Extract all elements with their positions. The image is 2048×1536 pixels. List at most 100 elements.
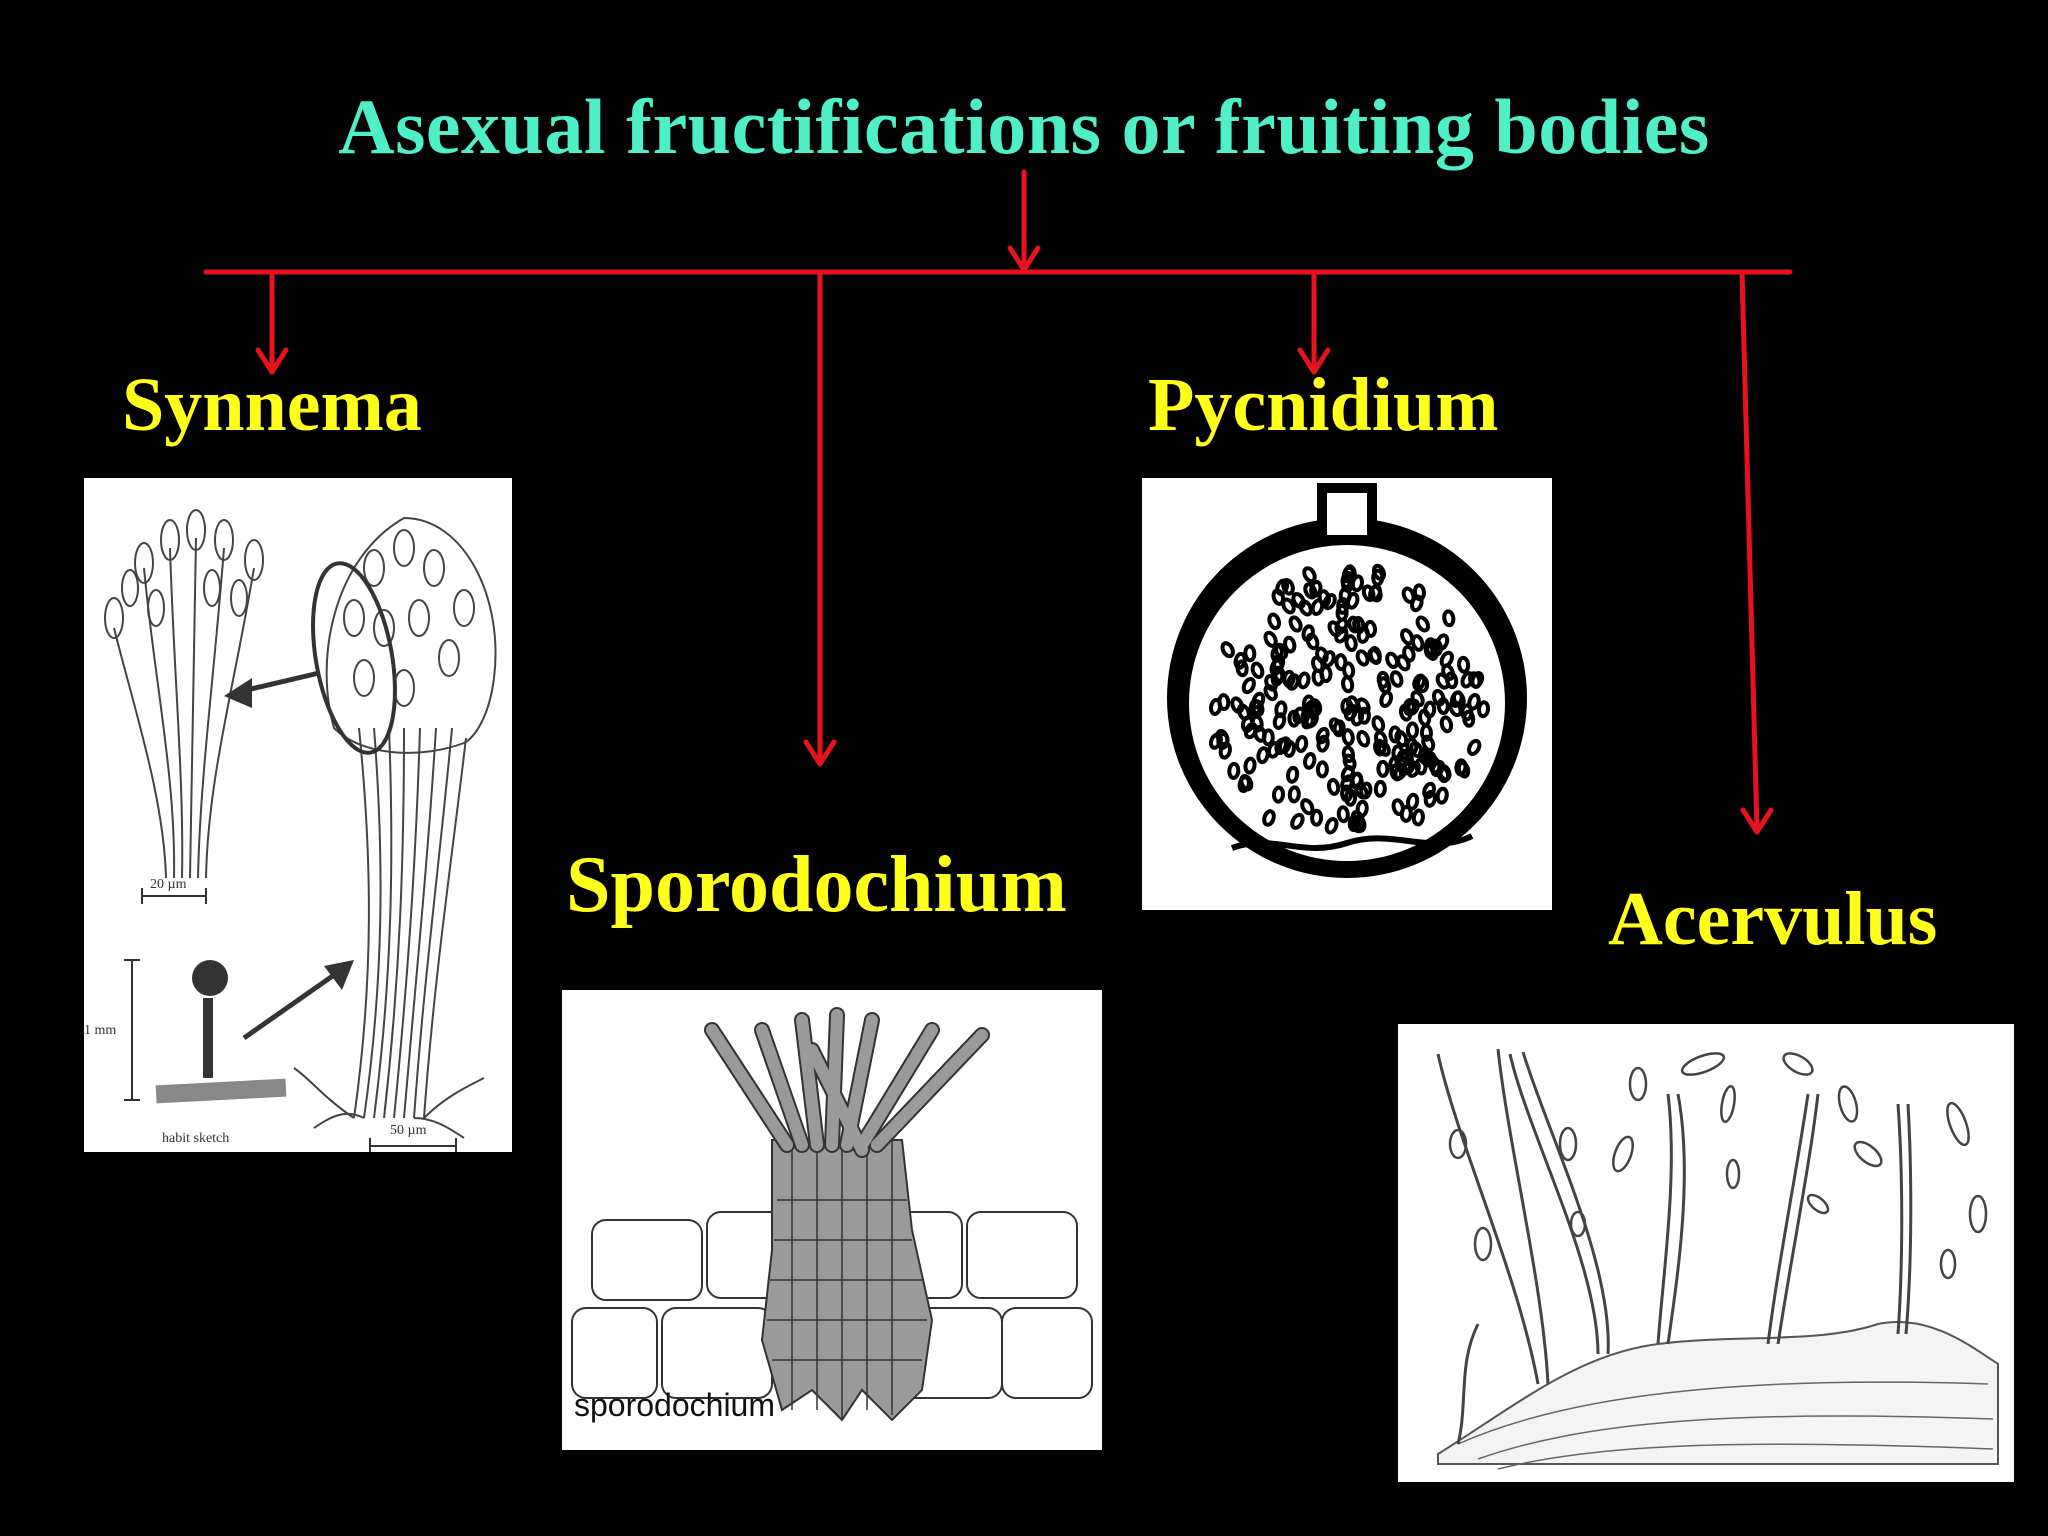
pycnidium-spore [1410, 594, 1424, 613]
pycnidium-spore [1271, 785, 1286, 804]
pycnidium-spore [1388, 725, 1402, 744]
pycnidium-spore [1262, 809, 1276, 827]
pycnidium-spore [1304, 701, 1319, 719]
pycnidium-spore [1391, 798, 1405, 816]
pycnidium-spore [1345, 591, 1360, 610]
arrowhead-acervulus [1740, 807, 1774, 835]
pycnidium-spore [1439, 650, 1454, 668]
pycnidium-spore [1327, 620, 1342, 638]
pycnidium-spore [1243, 644, 1257, 663]
pycnidium-spore [1241, 677, 1256, 695]
pycnidium-spore [1371, 563, 1387, 582]
pycnidium-spore [1368, 584, 1382, 602]
label-acervulus: Acervulus [1608, 877, 1938, 961]
pycnidium-spore [1263, 630, 1278, 648]
pycnidium-spore [1315, 760, 1329, 779]
pycnidium-spore [1281, 597, 1296, 615]
pycnidium-spore [1388, 755, 1402, 773]
acervulus-illustration [1398, 1024, 2014, 1482]
pycnidium-spore [1303, 752, 1317, 770]
pycnidium-spore [1250, 661, 1265, 680]
pycnidium-spore [1347, 615, 1361, 634]
pycnidium-spore [1467, 692, 1481, 711]
pycnidium-spore [1322, 593, 1337, 611]
pycnidium-spore [1217, 693, 1231, 712]
pycnidium-spore [1379, 690, 1394, 708]
pycnidium-spore [1423, 700, 1437, 719]
pycnidium-spore [1288, 615, 1303, 633]
pycnidium-spore [1309, 579, 1323, 598]
pycnidium-spore [1448, 699, 1463, 718]
pycnidium-spore [1281, 578, 1295, 596]
pycnidium-spore [1357, 706, 1371, 725]
pycnidium-spore [1287, 785, 1301, 804]
pycnidium-spore [1324, 817, 1339, 835]
pycnidium-spore [1311, 668, 1325, 687]
pycnidium-spore [1241, 715, 1255, 734]
pycnidium-spore [1356, 625, 1370, 644]
pycnidium-spore [1302, 566, 1317, 584]
pycnidium-spore [1341, 565, 1356, 584]
pycnidium-spore [1368, 646, 1382, 664]
pycnidium-spore [1462, 709, 1476, 728]
pycnidium-spore [1424, 637, 1438, 656]
pycnidium-spore [1305, 632, 1320, 651]
sporodochium-illustration: sporodochium [562, 990, 1102, 1450]
pycnidium-spore [1468, 671, 1482, 689]
pycnidium-spore [1282, 739, 1296, 758]
pycnidium-spore [1310, 808, 1324, 827]
pycnidium-spore [1356, 697, 1371, 715]
pycnidium-spore [1342, 753, 1357, 771]
habit-sketch-caption: habit sketch [162, 1131, 229, 1146]
pycnidium-spore [1419, 723, 1433, 742]
pycnidium-spore [1215, 728, 1230, 747]
label-synnema: Synnema [122, 363, 422, 447]
pycnidium-spore [1340, 784, 1354, 803]
sporodochium-caption: sporodochium [574, 1387, 775, 1423]
pycnidium-spore [1476, 700, 1491, 719]
pycnidium-spore [1227, 761, 1241, 780]
pycnidium-spore [1267, 612, 1282, 631]
pycnidium-spore [1442, 609, 1456, 628]
pycnidium-spore [1263, 684, 1278, 702]
pycnidium-spore [1423, 789, 1437, 808]
pycnidium-spore [1345, 695, 1360, 714]
pycnidium-spore [1456, 760, 1471, 779]
pycnidium-spore [1266, 741, 1281, 759]
pycnidium-spore [1300, 798, 1315, 816]
label-sporodochium: Sporodochium [566, 841, 1067, 929]
pycnidium-spore [1340, 774, 1355, 792]
pycnidium-spore [1411, 808, 1425, 827]
pycnidium-spore [1445, 671, 1459, 690]
pycnidium-spore [1355, 649, 1370, 667]
pycnidium-spore [1421, 734, 1436, 752]
pycnidium-spore [1467, 738, 1482, 756]
pycnidium-spore [1233, 651, 1247, 670]
pycnidium-spore [1457, 655, 1471, 674]
arrowhead-sporodochium [803, 739, 837, 767]
pycnidium-spore [1436, 765, 1451, 784]
pycnidium-spore [1230, 696, 1245, 714]
pycnidium-spore [1354, 782, 1369, 800]
pycnidium-spore [1341, 728, 1355, 747]
pycnidium-spore [1435, 633, 1450, 651]
pycnidium-spore [1435, 786, 1449, 805]
pycnidium-spore [1336, 805, 1350, 824]
pycnidium-spore [1328, 717, 1344, 735]
pycnidium-spore [1415, 615, 1431, 633]
branch-acervulus [1739, 269, 1760, 833]
pycnidium-spore [1344, 634, 1358, 653]
pycnidium-spore [1256, 746, 1270, 765]
pycnidium-spore [1400, 628, 1415, 646]
scale-label-50um: 50 µm [390, 1123, 427, 1138]
pycnidium-spore [1298, 599, 1313, 617]
pycnidium-spore [1220, 641, 1235, 659]
arrowhead-pycnidium [1297, 347, 1331, 375]
pycnidium-spore [1326, 777, 1341, 796]
scale-label-1mm: 1 mm [84, 1023, 116, 1038]
pycnidium-spore [1237, 775, 1251, 793]
pycnidium-spore [1283, 635, 1297, 654]
pycnidium-spore [1286, 765, 1300, 784]
pycnidium-spore [1376, 759, 1390, 778]
